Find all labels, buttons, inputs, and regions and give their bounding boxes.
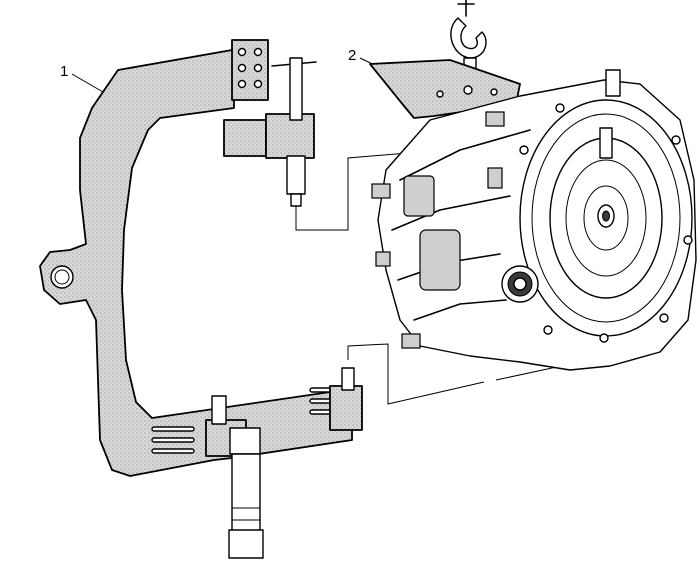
bracket-bolt (463, 85, 473, 95)
case-rib (391, 195, 511, 231)
frame-inner-edge (121, 289, 153, 419)
upper-pin-housing (265, 113, 315, 159)
pilot-center (602, 210, 610, 222)
axle-bore (513, 277, 527, 291)
bolt-hole (237, 47, 247, 57)
upper-pin-lower-shaft (286, 155, 306, 195)
fixture-lifting-eye (50, 265, 74, 289)
callout-2-label: 2 (348, 47, 356, 64)
bracket-bolt (436, 90, 444, 98)
bracket-bolt (490, 88, 498, 96)
right-locator-pin (341, 367, 355, 391)
lower-small-pin (211, 395, 227, 425)
lower-pin-collar (229, 427, 261, 455)
fixture-top-plate (231, 39, 269, 101)
upper-mount-pin (599, 127, 613, 159)
callout-1-leader (71, 73, 104, 93)
fixture-lifting-eye-inner (54, 269, 70, 285)
valve-body-cover (419, 229, 461, 291)
case-rib (399, 129, 531, 181)
torque-converter-ring (565, 159, 647, 277)
bell-housing-bolts (515, 103, 693, 343)
bolt-hole (237, 63, 247, 73)
case-boss (375, 251, 391, 267)
lower-pin-handle (228, 529, 264, 559)
holding-fixture-frame (39, 39, 363, 559)
upper-mount-tab (605, 69, 621, 97)
right-locator-block (329, 385, 363, 431)
side-cover (403, 175, 435, 217)
bolt-hole (237, 79, 247, 89)
callout-1-label: 1 (60, 63, 68, 80)
upper-pin-shaft (289, 57, 303, 121)
fixture-c-frame (39, 49, 353, 477)
case-boss (401, 333, 421, 349)
bolt-hole (253, 79, 263, 89)
callout-1: 1 (60, 63, 104, 93)
bolt-hole (253, 47, 263, 57)
bell-housing-rim (531, 113, 681, 323)
case-boss (487, 167, 503, 189)
hook-chain (457, 0, 475, 17)
case-boss (371, 183, 391, 199)
lifting-hook (450, 17, 487, 59)
case-rib (413, 299, 507, 321)
upper-clamp-block (223, 119, 267, 157)
case-boss (485, 111, 505, 127)
transmission-assembly (369, 0, 697, 371)
bolt-hole (253, 63, 263, 73)
upper-pin-tip (290, 193, 302, 207)
torque-converter-hub-ring (583, 185, 629, 251)
